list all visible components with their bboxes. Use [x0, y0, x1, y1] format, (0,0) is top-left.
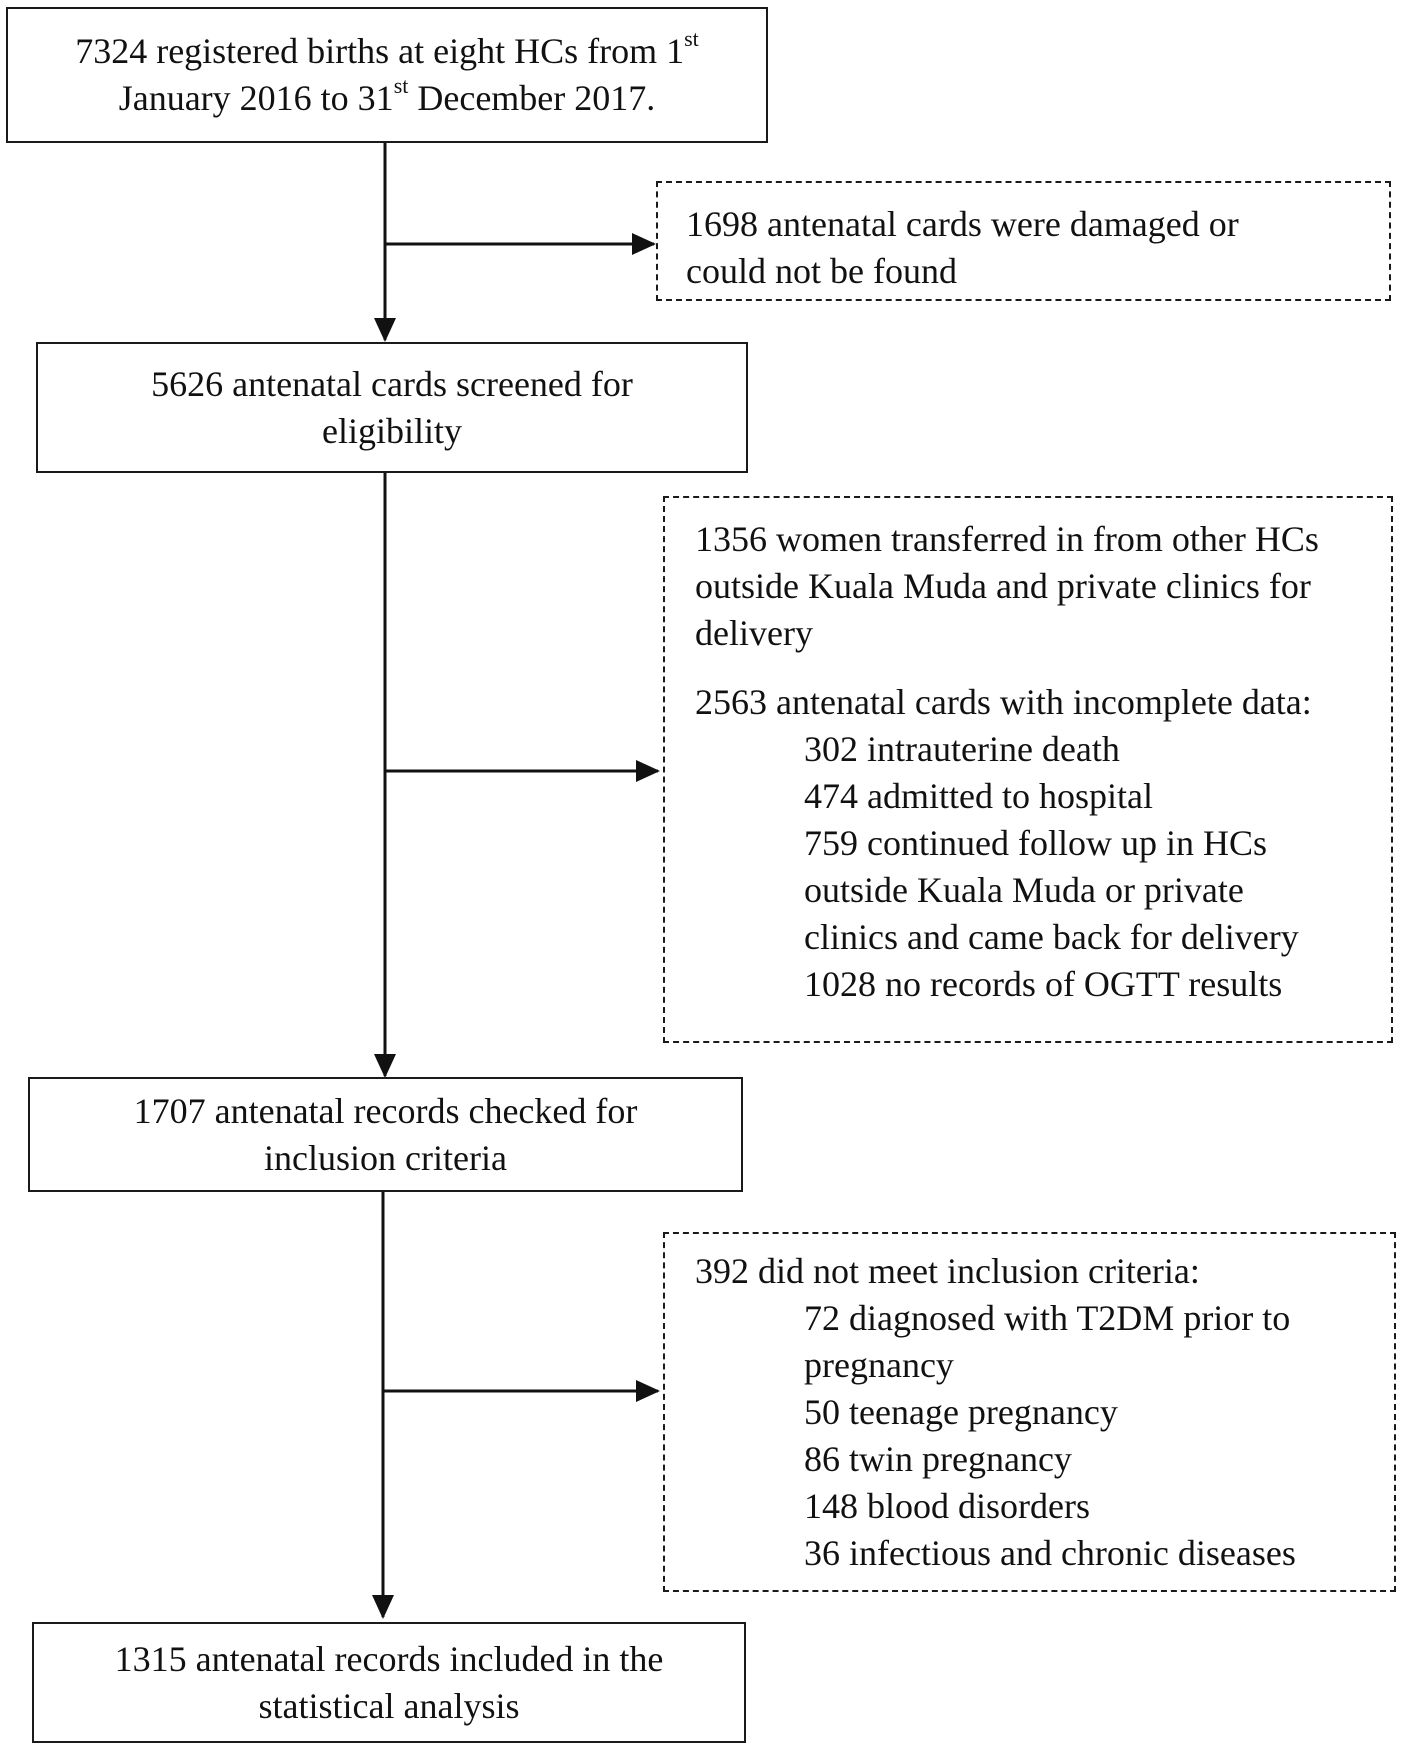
incomplete-item: clinics and came back for delivery	[804, 917, 1299, 957]
incomplete-item: 474 admitted to hospital	[804, 776, 1153, 816]
incomplete-header: 2563 antenatal cards with incomplete dat…	[695, 682, 1312, 722]
transferred-line-3: delivery	[695, 613, 813, 653]
excluded-eligibility-box: 1356 women transferred in from other HCs…	[663, 496, 1393, 1043]
registered-line-2: January 2016 to 31st December 2017.	[118, 73, 656, 119]
included-line-1: 1315 antenatal records included in the	[114, 1638, 664, 1679]
damaged-line-2: could not be found	[686, 251, 957, 291]
incomplete-item: 759 continued follow up in HCs	[804, 823, 1267, 863]
included-records-box: 1315 antenatal records included in the s…	[32, 1622, 746, 1743]
not-included-box: 392 did not meet inclusion criteria: 72 …	[663, 1232, 1396, 1592]
damaged-cards-box: 1698 antenatal cards were damaged or cou…	[656, 181, 1391, 301]
registered-births-box: 7324 registered births at eight HCs from…	[6, 7, 768, 143]
checked-records-box: 1707 antenatal records checked for inclu…	[28, 1077, 743, 1192]
transferred-line-1: 1356 women transferred in from other HCs	[695, 519, 1319, 559]
screened-line-1: 5626 antenatal cards screened for	[151, 363, 633, 404]
registered-line-1: 7324 registered births at eight HCs from…	[75, 26, 699, 72]
not-included-item: 36 infectious and chronic diseases	[804, 1533, 1296, 1573]
not-included-header: 392 did not meet inclusion criteria:	[695, 1251, 1200, 1291]
incomplete-item: 1028 no records of OGTT results	[804, 964, 1283, 1004]
not-included-item: 86 twin pregnancy	[804, 1439, 1072, 1479]
screened-line-2: eligibility	[322, 410, 462, 451]
included-line-2: statistical analysis	[258, 1685, 520, 1726]
not-included-item: 148 blood disorders	[804, 1486, 1090, 1526]
damaged-line-1: 1698 antenatal cards were damaged or	[686, 204, 1239, 244]
incomplete-item: outside Kuala Muda or private	[804, 870, 1244, 910]
not-included-item: pregnancy	[804, 1345, 954, 1385]
not-included-item: 50 teenage pregnancy	[804, 1392, 1118, 1432]
checked-line-1: 1707 antenatal records checked for	[133, 1090, 638, 1131]
transferred-line-2: outside Kuala Muda and private clinics f…	[695, 566, 1311, 606]
incomplete-item: 302 intrauterine death	[804, 729, 1120, 769]
screened-cards-box: 5626 antenatal cards screened for eligib…	[36, 342, 748, 473]
checked-line-2: inclusion criteria	[264, 1137, 507, 1178]
not-included-item: 72 diagnosed with T2DM prior to	[804, 1298, 1291, 1338]
